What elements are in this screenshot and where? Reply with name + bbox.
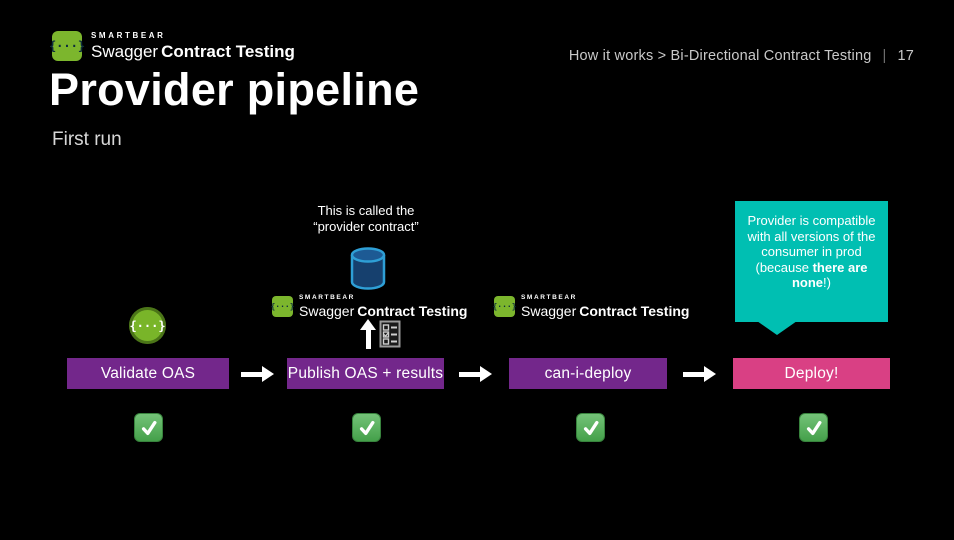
breadcrumb-separator: |	[882, 48, 887, 64]
step-can-i-deploy: can-i-deploy	[509, 358, 667, 389]
braces-glyph: {···}	[129, 318, 166, 333]
step-label: Publish OAS + results	[287, 364, 444, 382]
step-publish-oas-results: Publish OAS + results	[287, 358, 444, 389]
step-label: Deploy!	[784, 364, 839, 382]
callout-tail	[757, 321, 797, 335]
annotation-line-1: This is called the	[317, 203, 415, 218]
flow-arrow-icon	[683, 366, 716, 382]
check-icon	[576, 413, 605, 442]
product-suffix: Contract Testing	[579, 302, 690, 319]
page-number: 17	[897, 48, 914, 64]
compatibility-callout: Provider is compatible with all versions…	[735, 201, 888, 322]
flow-arrow-icon	[459, 366, 492, 382]
swagger-braces-icon: {···}	[48, 31, 86, 61]
page-title: Provider pipeline	[49, 64, 420, 115]
braces-glyph: {···}	[270, 301, 295, 311]
callout-bold-text: there are none	[791, 259, 868, 291]
provider-contract-annotation: This is called the “provider contract”	[266, 203, 466, 235]
annotation-line-2: “provider contract”	[313, 219, 419, 234]
database-icon	[349, 247, 387, 295]
subtitle: First run	[52, 129, 122, 150]
step-label: Validate OAS	[100, 364, 196, 382]
product-name: Swagger	[91, 42, 159, 61]
breadcrumb-text: How it works > Bi-Directional Contract T…	[568, 48, 872, 64]
braces-glyph: {···}	[492, 301, 517, 311]
step-validate-oas: Validate OAS	[67, 358, 229, 389]
step-label: can-i-deploy	[544, 364, 632, 382]
callout-text: Provider is compatible with all versions…	[747, 213, 876, 275]
braces-glyph: {···}	[48, 39, 86, 53]
product-suffix: Contract Testing	[357, 302, 468, 319]
check-icon	[799, 413, 828, 442]
swagger-circle-icon: {···}	[129, 307, 166, 344]
smartbear-brand-label: SMARTBEAR	[521, 294, 577, 301]
product-name: Swagger	[521, 302, 577, 319]
step-deploy: Deploy!	[733, 358, 890, 389]
flow-arrow-icon	[241, 366, 274, 382]
test-results-checklist-icon	[379, 320, 401, 353]
product-suffix: Contract Testing	[161, 42, 295, 61]
callout-text-end: !)	[823, 275, 831, 290]
swagger-braces-icon: {···}	[270, 295, 295, 317]
product-name: Swagger	[299, 302, 355, 319]
check-icon	[352, 413, 381, 442]
breadcrumb: How it works > Bi-Directional Contract T…	[569, 48, 914, 64]
swagger-braces-icon: {···}	[492, 295, 517, 317]
smartbear-brand-label: SMARTBEAR	[91, 31, 166, 40]
smartbear-brand-label: SMARTBEAR	[299, 294, 355, 301]
check-icon	[134, 413, 163, 442]
upload-arrow-icon	[360, 319, 376, 349]
